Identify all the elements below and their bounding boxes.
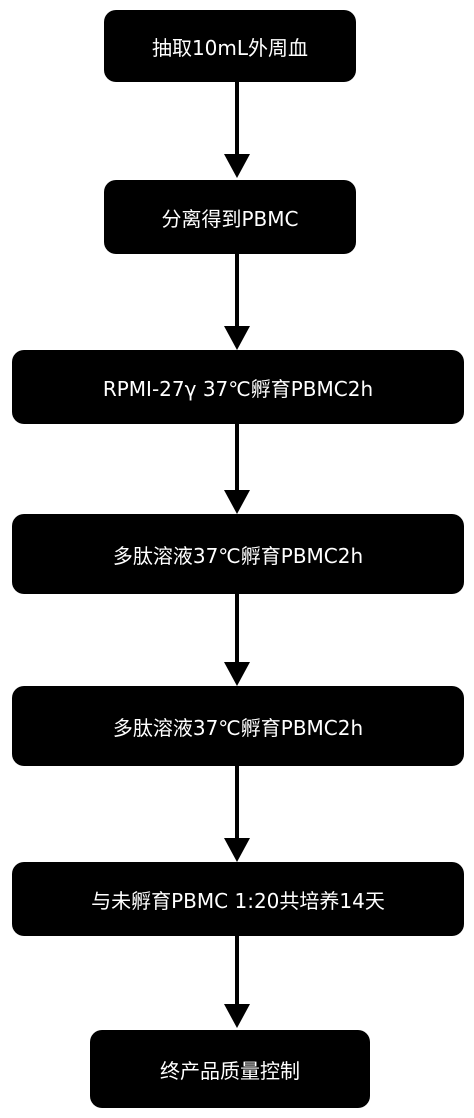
arrow-3-to-4 [224,424,250,514]
arrow-4-to-5 [224,594,250,686]
step-4-label: 多肽溶液37℃孵育PBMC2h [112,543,364,568]
step-2-label: 分离得到PBMC [161,206,299,231]
step-7-box: 终产品质量控制 [90,1030,370,1108]
step-4-box: 多肽溶液37℃孵育PBMC2h [12,514,464,594]
arrow-5-to-6 [224,766,250,862]
step-7-label: 终产品质量控制 [160,1058,300,1083]
step-1-label: 抽取10mL外周血 [151,35,309,60]
arrow-1-to-2 [224,82,250,178]
step-6-label: 与未孵育PBMC 1:20共培养14天 [91,888,385,913]
step-5-label: 多肽溶液37℃孵育PBMC2h [112,715,364,740]
step-3-box: RPMI-27γ 37℃孵育PBMC2h [12,350,464,424]
step-2-box: 分离得到PBMC [104,180,356,254]
arrow-2-to-3 [224,254,250,350]
step-5-box: 多肽溶液37℃孵育PBMC2h [12,686,464,766]
step-1-box: 抽取10mL外周血 [104,10,356,82]
arrow-6-to-7 [224,936,250,1028]
step-6-box: 与未孵育PBMC 1:20共培养14天 [12,862,464,936]
step-3-label: RPMI-27γ 37℃孵育PBMC2h [102,376,374,401]
